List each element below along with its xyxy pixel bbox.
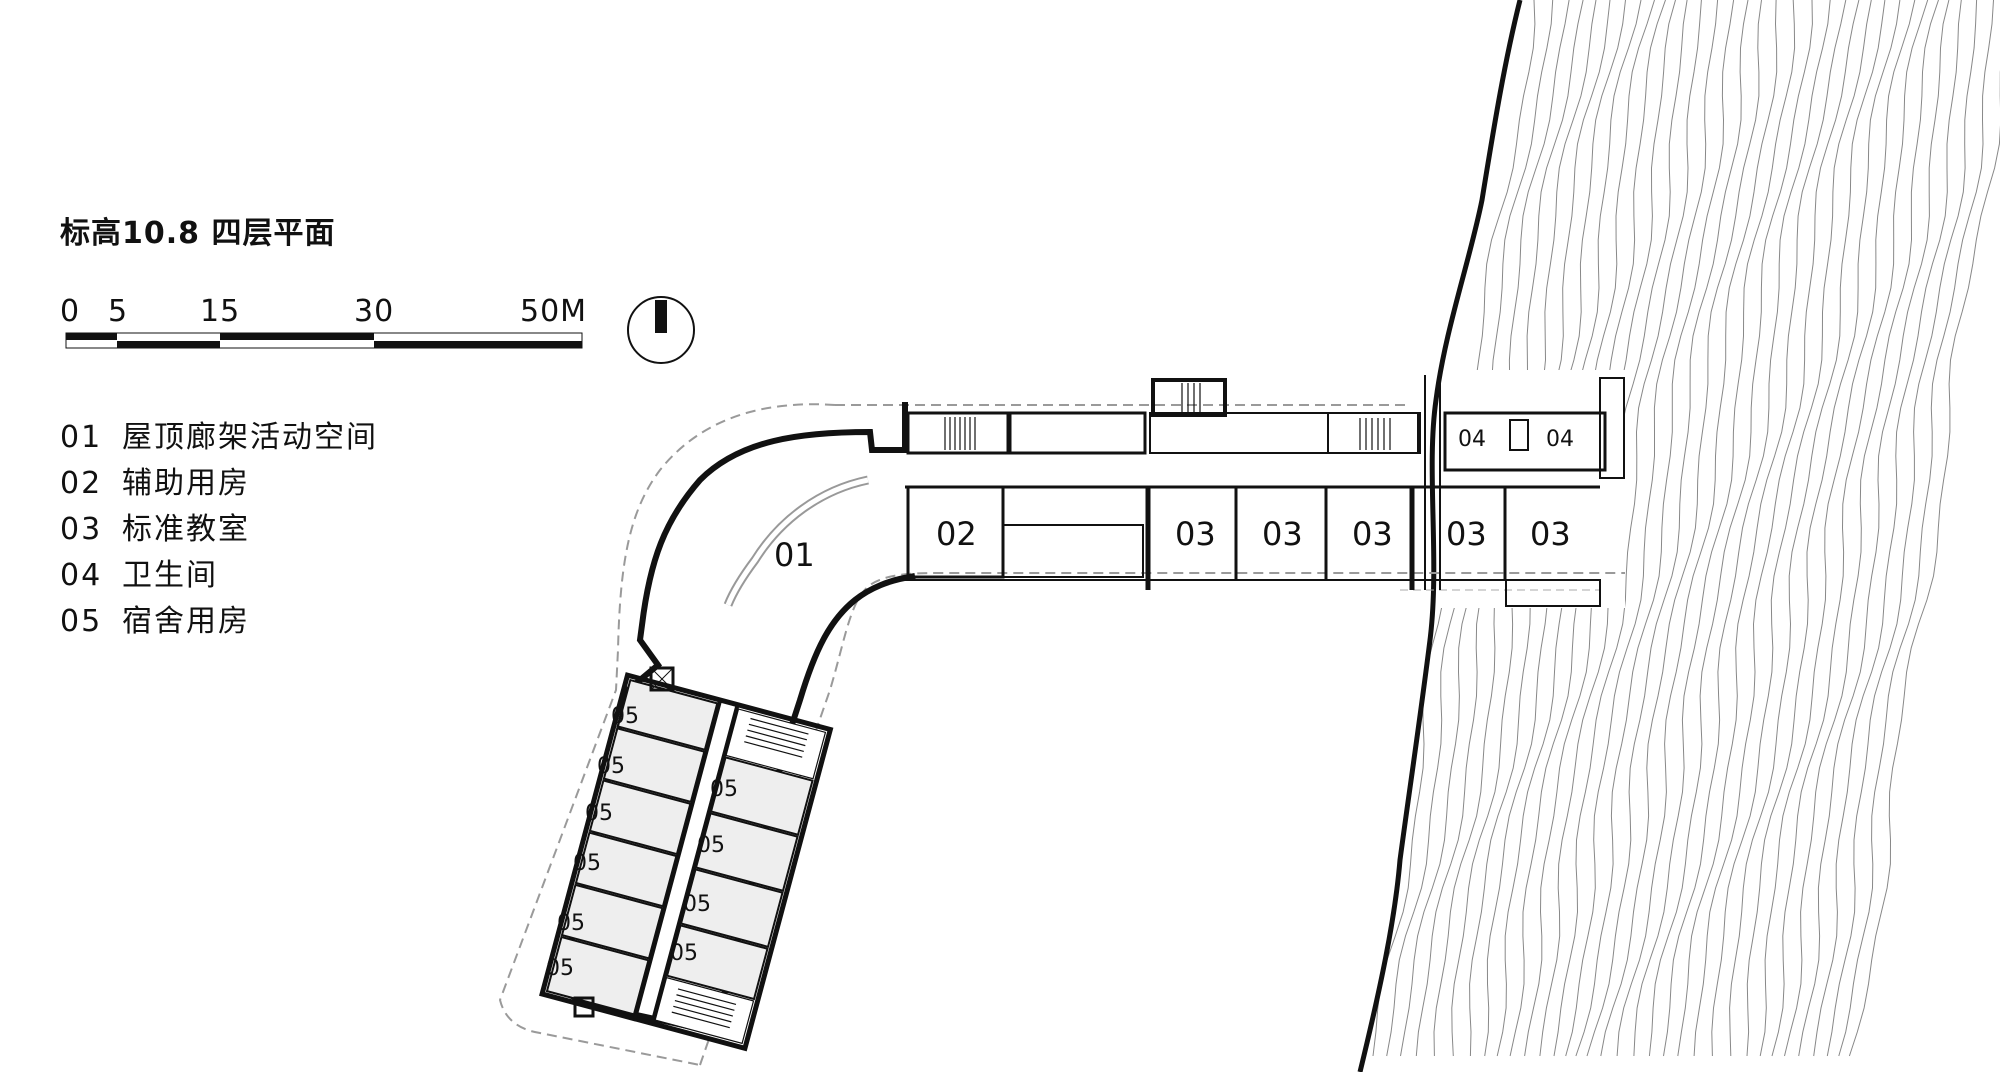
contour-line [1848,70,2000,1057]
scale-tick-0: 0 [60,294,81,329]
elevator-core-north [649,666,675,692]
drawing-title: 标高10.8 四层平面 [60,216,336,251]
dormitory-wing [539,672,834,1052]
room-label-05-a: 05 [611,704,639,729]
room-label-05-h: 05 [557,911,585,936]
contour-line [1771,0,1929,1057]
contour-line [1813,0,1962,1057]
legend-item: 01 屋顶廊架活动空间 [60,415,378,461]
room-legend: 01 屋顶廊架活动空间 02 辅助用房 03 标准教室 04 卫生间 05 宿舍用房 [60,415,378,645]
legend-item: 05 宿舍用房 [60,599,378,645]
contour-line [1826,0,1978,1057]
contour-line [1633,0,1796,1057]
contour-line [1711,0,1872,1057]
contour-line [1784,0,1939,1057]
room-label-01: 01 [774,536,815,574]
scale-bar [65,332,583,349]
room-label-03-c: 03 [1352,515,1393,553]
scale-tick-50m: 50M [520,294,588,329]
contour-line [1565,0,1719,1057]
contour-line [1648,0,1813,1057]
room-label-05-c: 05 [710,777,738,802]
legend-code: 01 [60,420,103,455]
contour-line [1663,0,1831,1057]
legend-code: 04 [60,558,103,593]
contour-line [1759,0,1916,1057]
contour-line [1616,0,1778,1057]
contour-line [1798,0,1950,1057]
legend-label: 屋顶廊架活动空间 [122,420,378,455]
room-label-05-e: 05 [697,833,725,858]
contour-line [1693,0,1860,1057]
legend-code: 05 [60,604,103,639]
scale-tick-5: 5 [108,294,129,329]
room-labels: 01 02 03 03 03 03 03 04 04 05 05 05 05 0… [546,427,1574,981]
room-label-03-b: 03 [1262,515,1303,553]
room-label-03-a: 03 [1175,515,1216,553]
contour-line [1746,0,1901,1057]
contour-line [1553,0,1702,1057]
roof-trellis-arc-inner [725,477,869,606]
building-east-mask [1420,370,1625,608]
room-label-03-e: 03 [1530,515,1571,553]
room-label-05-g: 05 [683,892,711,917]
dashed-site-outline [498,403,1625,1066]
legend-item: 02 辅助用房 [60,461,378,507]
elevator-core-south [573,996,595,1018]
legend-label: 宿舍用房 [122,604,250,639]
contour-line [1677,0,1847,1057]
building-outer-wall [556,402,916,1036]
legend-item: 04 卫生间 [60,553,378,599]
legend-label: 卫生间 [122,558,218,593]
legend-label: 标准教室 [122,512,250,547]
room-label-04-b: 04 [1546,427,1574,452]
north-arrow-icon [627,296,695,364]
contour-line [1838,0,1994,1057]
room-label-05-f: 05 [573,851,601,876]
legend-item: 03 标准教室 [60,507,378,553]
contour-line [1729,0,1886,1057]
room-label-05-i: 05 [670,941,698,966]
contour-line [1586,0,1749,1057]
scale-tick-30: 30 [354,294,395,329]
contour-line [1600,0,1762,1057]
room-label-02: 02 [936,515,977,553]
site-boundary-line [1357,0,1523,1072]
east-wing [905,375,1625,607]
scale-tick-15: 15 [200,294,241,329]
legend-code: 02 [60,466,103,501]
legend-code: 03 [60,512,103,547]
contour-line [1575,0,1735,1057]
room-label-05-d: 05 [585,801,613,826]
terrain-contour-lines [1372,0,2000,1057]
room-label-05-j: 05 [546,956,574,981]
room-label-04-a: 04 [1458,427,1486,452]
room-label-05-b: 05 [597,754,625,779]
room-label-03-d: 03 [1446,515,1487,553]
legend-label: 辅助用房 [122,466,250,501]
